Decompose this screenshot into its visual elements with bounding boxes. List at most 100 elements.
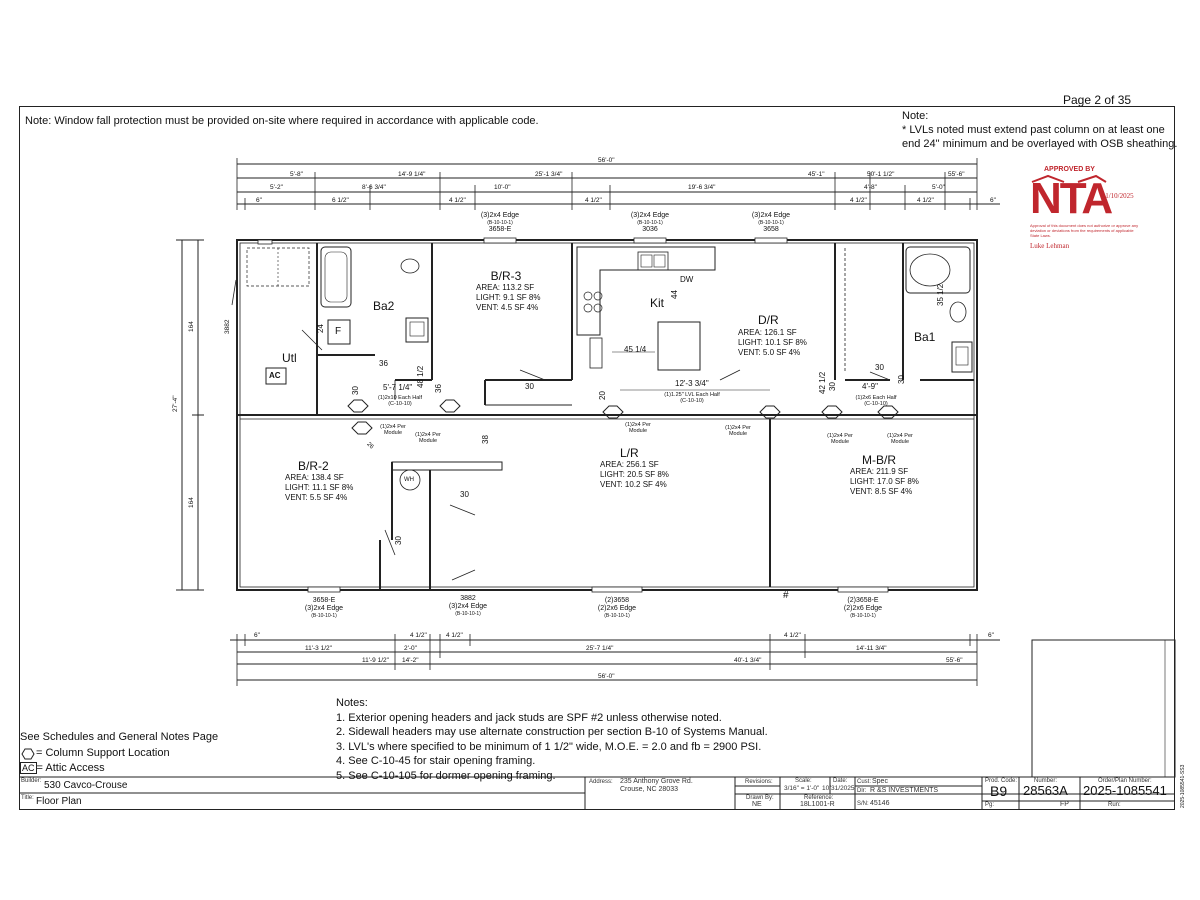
room-br2: B/R-2 <box>298 459 329 473</box>
tb-sn: 45146 <box>870 800 890 807</box>
legend: See Schedules and General Notes Page = C… <box>20 730 218 777</box>
dim-top-3: 6" <box>990 197 996 204</box>
dim-bottom-1: 4 1/2" <box>446 632 463 639</box>
column-note-text: (1)2x4 Per <box>415 432 441 438</box>
window-size: 3036 <box>642 226 658 233</box>
column-note: (1)2x4 Per Module <box>408 432 448 444</box>
window-size: 3882 <box>460 595 476 602</box>
hexagon-icon <box>21 748 35 759</box>
dim-bottom-2: 14'-11 3/4" <box>856 645 887 652</box>
dim-label: 24 <box>316 324 325 333</box>
dim-top-2: 5'-0" <box>932 184 945 191</box>
column-note-module: Module <box>890 439 910 445</box>
room-br2-stats: AREA: 138.4 SF LIGHT: 11.1 SF 8% VENT: 5… <box>285 473 353 503</box>
dim-label: 30 <box>394 536 403 545</box>
right-note-line1: * LVLs noted must extend past column on … <box>902 124 1165 136</box>
tb-cust-label: Cust: <box>857 779 872 785</box>
room-kit: Kit <box>650 296 665 310</box>
legend-attic: AC= Attic Access <box>20 761 218 777</box>
room-area: AREA: 138.4 SF <box>285 473 344 482</box>
lvl-ref: (C-10-10) <box>864 401 888 407</box>
column-note-module: Module <box>418 438 438 444</box>
dim-top-1: 25'-1 3/4" <box>535 171 563 178</box>
dim-bottom-3: 14'-2" <box>402 657 419 664</box>
tb-dlr-label: Dlr: <box>857 788 867 794</box>
column-note: (1)2x4 Per Module <box>718 425 758 437</box>
room-vent: VENT: 10.2 SF 4% <box>600 480 667 489</box>
tb-date: 10/31/2025 <box>822 785 855 792</box>
dim-module-bottom: 164 <box>188 497 195 508</box>
dim-bottom-1: 4 1/2" <box>410 632 427 639</box>
lvl-note: (1)2x10 Each Half (C-10-10) <box>370 395 430 407</box>
window-ref: (B-10-10-1) <box>604 613 630 619</box>
dim-overall-bottom: 56'-0" <box>598 673 615 680</box>
tb-cust: Spec <box>872 778 888 785</box>
column-note-module: Module <box>628 428 648 434</box>
column-note: (1)2x4 Per Module <box>820 433 860 445</box>
column-note: (1)2x4 Per Module <box>618 422 658 434</box>
tb-date-label: Date: <box>833 778 848 784</box>
dim-top-1: 50'-1 1/2" <box>867 171 895 178</box>
room-light: LIGHT: 20.5 SF 8% <box>600 470 669 479</box>
dim-top-2: 19'-6 3/4" <box>688 184 716 191</box>
column-note-text: (1)2x4 Per <box>725 425 751 431</box>
dim-top-2: 10'-0" <box>494 184 511 191</box>
column-note: (1)2x4 Per Module <box>373 424 413 436</box>
tb-number: 28563A <box>1023 783 1068 798</box>
tb-scale: 3/16" = 1'-0" <box>784 785 820 792</box>
window-header: (3)2x4 Edge <box>630 212 670 219</box>
dim-label: 30 <box>897 375 906 384</box>
approval-fine-print: Approval of this document does not autho… <box>1030 223 1139 238</box>
tb-title: Floor Plan <box>36 796 82 807</box>
dim-top-3: 4 1/2" <box>449 197 466 204</box>
dim-label: 20 <box>598 391 607 400</box>
lvl-spec: (1)2x10 Each Half <box>377 395 423 401</box>
column-note-text: (1)2x4 Per <box>380 424 406 430</box>
dim-bottom-3: 11'-9 1/2" <box>362 657 389 664</box>
tb-dlr: R &S INVESTMENTS <box>870 787 939 794</box>
tb-number-label: Number: <box>1034 778 1058 784</box>
room-mbr: M-B/R <box>862 453 896 467</box>
dim-module-top: 164 <box>188 321 195 332</box>
window-label-bottom: (2)3658 (2)2x6 Edge (B-10-10-1) <box>592 597 642 619</box>
window-label-bottom: 3882 (3)2x4 Edge (B-10-10-1) <box>446 595 490 617</box>
dim-bottom-2: 25'-7 1/4" <box>586 645 614 652</box>
room-vent: VENT: 8.5 SF 4% <box>850 487 913 496</box>
tb-address1: 235 Anthony Grove Rd. <box>620 778 693 785</box>
dim-top-1: 5'-8" <box>290 171 303 178</box>
room-dr: D/R <box>758 313 779 327</box>
window-ref: (B-10-10-1) <box>637 220 663 226</box>
note-item: 3. LVL's where specified to be minimum o… <box>336 740 762 753</box>
tb-builder: 530 Cavco-Crouse <box>44 780 128 791</box>
dim-label: 45 1/4 <box>624 345 647 354</box>
column-note-module: Module <box>830 439 850 445</box>
nta-logo-graphic <box>1031 174 1107 183</box>
column-note-text: (1)2x4 Per <box>827 433 853 439</box>
tb-address-label: Address: <box>589 779 613 785</box>
dim-label: 48 1/2 <box>416 365 425 388</box>
tb-ref: 18L1001-R <box>800 801 835 808</box>
window-size: (2)3658 <box>604 597 630 604</box>
note-item: 2. Sidewall headers may use alternate co… <box>336 726 768 738</box>
dim-label: 4'-9" <box>862 382 878 391</box>
approval-stamp: APPROVED BY NTA 11/10/2025 Approval of t… <box>1028 166 1148 258</box>
room-area: AREA: 211.9 SF <box>850 467 909 476</box>
dim-bottom-3: 40'-1 3/4" <box>734 657 762 664</box>
furnace-label: F <box>335 326 342 337</box>
dim-top-1: 45'-1" <box>808 171 825 178</box>
window-header: (3)2x4 Edge <box>448 603 488 610</box>
tb-ref-label: Reference: <box>804 795 834 801</box>
note-item: 5. See C-10-105 for dormer opening frami… <box>336 769 556 782</box>
dim-label: 30 <box>460 490 469 499</box>
room-area: AREA: 126.1 SF <box>738 328 797 337</box>
top-note: Note: Window fall protection must be pro… <box>25 115 539 127</box>
dim-left-height: 3882 <box>224 319 231 334</box>
dim-label: 30 <box>525 382 534 391</box>
lvl-ref: (C-10-10) <box>388 401 412 407</box>
lvl-note: (1)1.25" LVL Each Half (C-10-10) <box>652 392 732 404</box>
dim-overall-top: 56'-0" <box>598 157 615 164</box>
approval-heading: APPROVED BY <box>1044 166 1095 173</box>
tb-run-label: Run: <box>1108 802 1121 808</box>
dim-label: 36 <box>379 359 388 368</box>
room-mbr-stats: AREA: 211.9 SF LIGHT: 17.0 SF 8% VENT: 8… <box>850 467 919 497</box>
